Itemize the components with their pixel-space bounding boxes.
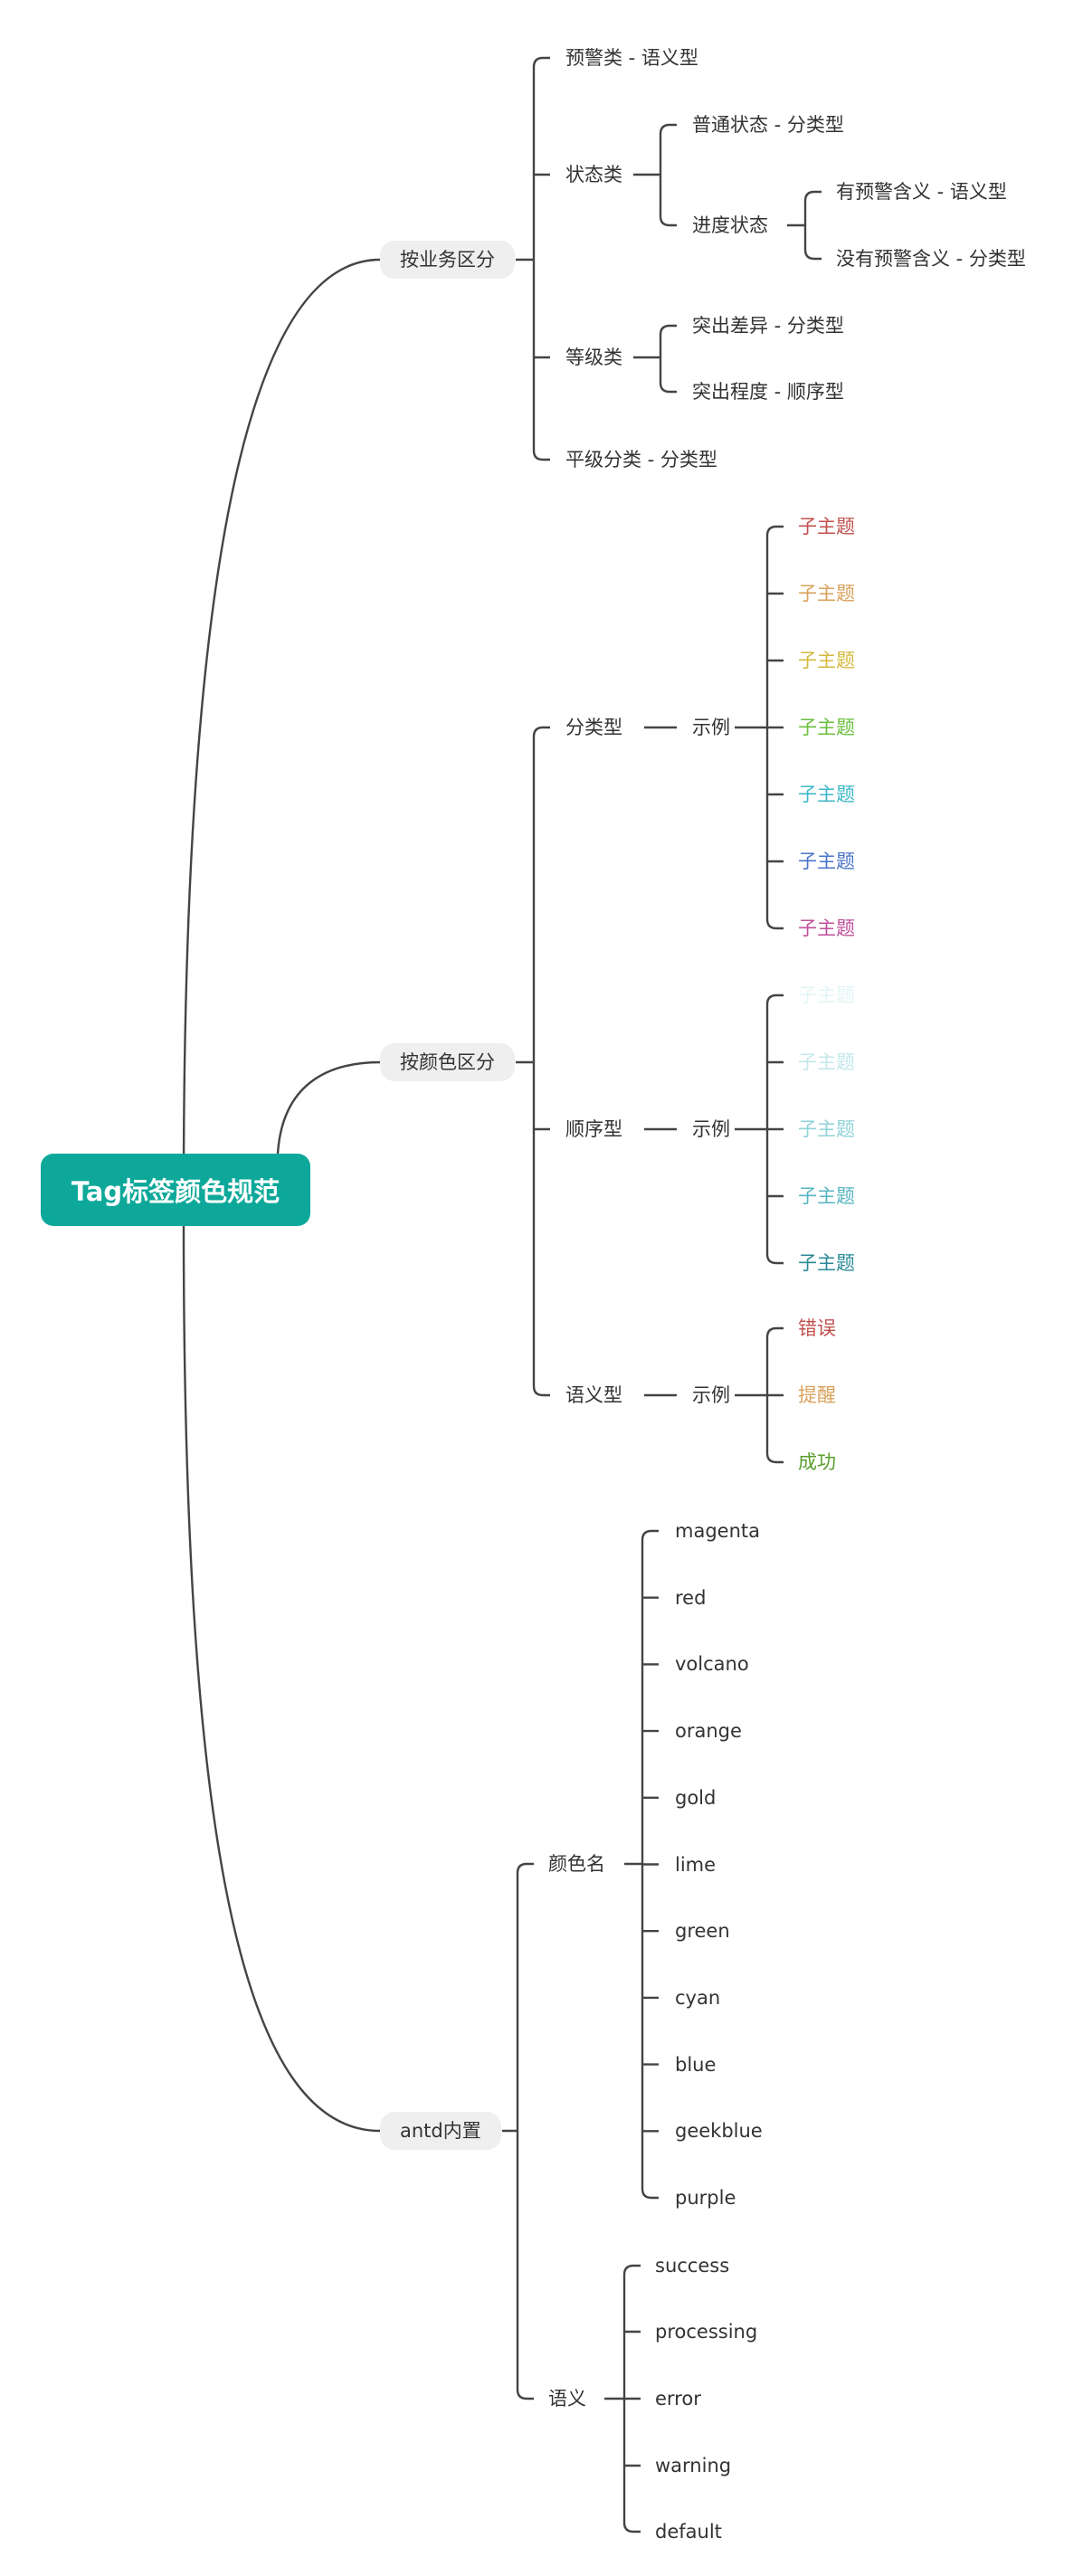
bracket-status-spine: [659, 123, 677, 227]
node-color-name-geekblue[interactable]: geekblue: [675, 2120, 763, 2143]
node-status[interactable]: 状态类: [565, 164, 622, 185]
node-semantic-success[interactable]: success: [655, 2255, 730, 2277]
node-without-warning[interactable]: 没有预警含义 - 分类型: [836, 248, 1026, 270]
node-sequential[interactable]: 顺序型: [565, 1118, 622, 1140]
node-antd[interactable]: antd内置: [380, 2112, 501, 2150]
node-color-name-magenta[interactable]: magenta: [675, 1520, 760, 1542]
node-categorical-item-5[interactable]: 子主题: [798, 784, 855, 805]
node-normal-status[interactable]: 普通状态 - 分类型: [692, 114, 844, 136]
node-progress-status[interactable]: 进度状态: [692, 214, 768, 236]
node-semantic-item-2[interactable]: 提醒: [798, 1384, 836, 1406]
bracket-progress-spine: [803, 190, 822, 261]
node-level[interactable]: 等级类: [565, 347, 622, 368]
bracket-color-spine: [532, 726, 550, 1397]
node-semantic-default[interactable]: default: [655, 2521, 722, 2543]
node-warning[interactable]: 预警类 - 语义型: [565, 47, 698, 69]
link-root-antd: [182, 1225, 381, 2133]
node-categorical-item-4[interactable]: 子主题: [798, 717, 855, 738]
node-semantic-processing[interactable]: processing: [655, 2321, 758, 2343]
node-sequential-example[interactable]: 示例: [692, 1118, 730, 1140]
node-semantic-item-1[interactable]: 错误: [798, 1317, 836, 1339]
bracket-antd-spine: [516, 1862, 534, 2400]
node-sequential-item-1[interactable]: 子主题: [798, 984, 855, 1006]
bracket-business-spine: [532, 56, 550, 461]
node-color-name-blue[interactable]: blue: [675, 2053, 717, 2076]
node-semantic-item-3[interactable]: 成功: [798, 1451, 836, 1473]
node-semantic-warning[interactable]: warning: [655, 2455, 732, 2476]
node-color[interactable]: 按颜色区分: [380, 1043, 515, 1081]
link-root-color: [276, 1060, 381, 1155]
node-categorical-example[interactable]: 示例: [692, 717, 730, 738]
node-categorical-item-3[interactable]: 子主题: [798, 650, 855, 671]
node-color-name-green[interactable]: green: [675, 1920, 730, 1943]
node-categorical[interactable]: 分类型: [565, 717, 622, 738]
node-categorical-item-2[interactable]: 子主题: [798, 583, 855, 604]
node-color-name-gold[interactable]: gold: [675, 1786, 717, 1809]
node-color-name-red[interactable]: red: [675, 1586, 707, 1609]
node-sequential-item-5[interactable]: 子主题: [798, 1252, 855, 1274]
node-color-names[interactable]: 颜色名: [548, 1853, 605, 1875]
node-antd-semantic[interactable]: 语义: [548, 2388, 586, 2410]
node-color-name-lime[interactable]: lime: [675, 1853, 717, 1876]
node-diff[interactable]: 突出差异 - 分类型: [692, 315, 844, 337]
node-sequential-item-4[interactable]: 子主题: [798, 1185, 855, 1207]
bracket-level-spine: [659, 324, 677, 394]
node-categorical-item-6[interactable]: 子主题: [798, 851, 855, 872]
node-color-name-volcano[interactable]: volcano: [675, 1653, 749, 1676]
root-node[interactable]: Tag标签颜色规范: [41, 1154, 310, 1226]
node-sequential-item-3[interactable]: 子主题: [798, 1118, 855, 1140]
node-categorical-item-1[interactable]: 子主题: [798, 516, 855, 537]
node-color-name-purple[interactable]: purple: [675, 2187, 736, 2209]
node-color-name-orange[interactable]: orange: [675, 1720, 742, 1743]
node-color-name-cyan[interactable]: cyan: [675, 1986, 721, 2009]
node-business[interactable]: 按业务区分: [380, 241, 515, 279]
node-semantic-error[interactable]: error: [655, 2388, 701, 2410]
node-semantic-example[interactable]: 示例: [692, 1384, 730, 1406]
node-sequential-item-2[interactable]: 子主题: [798, 1051, 855, 1073]
node-flat[interactable]: 平级分类 - 分类型: [565, 449, 717, 471]
node-with-warning[interactable]: 有预警含义 - 语义型: [836, 181, 1007, 203]
node-degree[interactable]: 突出程度 - 顺序型: [692, 381, 844, 403]
node-semantic[interactable]: 语义型: [565, 1384, 622, 1406]
link-root-business: [182, 258, 381, 1191]
node-categorical-item-7[interactable]: 子主题: [798, 917, 855, 939]
